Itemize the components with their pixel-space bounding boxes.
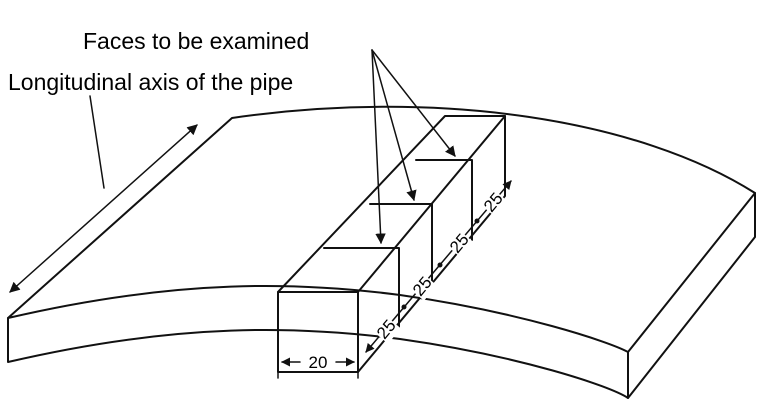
dimension-width-20: 20 (309, 353, 328, 372)
longitudinal-axis-label: Longitudinal axis of the pipe (8, 69, 293, 95)
pointer-arrow-2 (371, 49, 417, 202)
pointer-arrow-3 (371, 49, 456, 157)
strip-front-face (277, 291, 359, 373)
longitudinal-axis (9, 95, 198, 293)
length-dimensions: 25 25 25 25 (365, 180, 512, 353)
width-dimension: 20 (277, 353, 359, 379)
axis-leader-line (89, 95, 105, 189)
pipe-section (7, 105, 756, 399)
pipe-top-face (7, 105, 756, 353)
pipe-side-face (627, 192, 756, 399)
faces-to-be-examined-label: Faces to be examined (83, 28, 309, 54)
axis-double-arrow (9, 124, 198, 293)
face-pointer-arrows (371, 49, 456, 245)
